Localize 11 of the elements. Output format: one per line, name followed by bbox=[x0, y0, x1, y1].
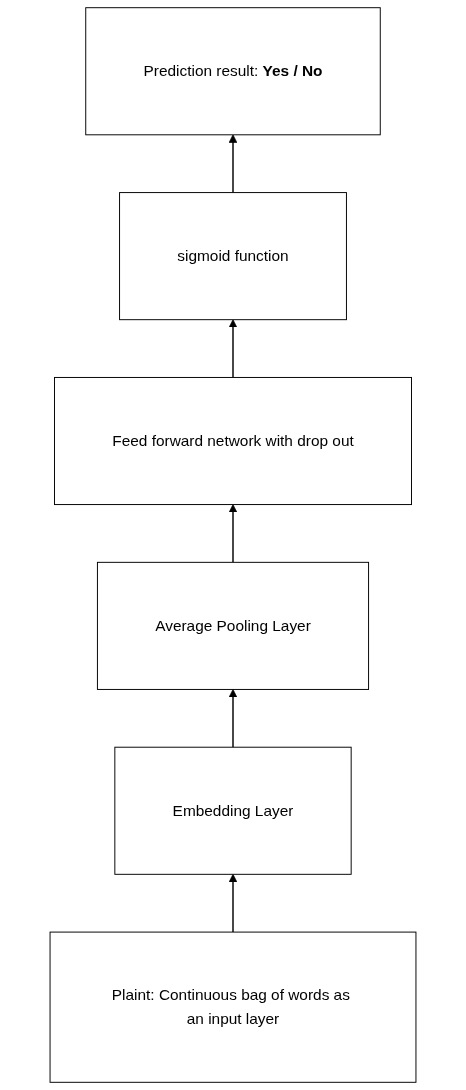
node-box: sigmoid function bbox=[119, 192, 347, 321]
arrow bbox=[228, 134, 238, 194]
node-box: Embedding Layer bbox=[114, 746, 352, 875]
node-box: Plaint: Continuous bag of words as an input layer bbox=[49, 931, 417, 1083]
node-box: Feed forward network with drop out bbox=[54, 376, 412, 506]
arrow bbox=[228, 504, 238, 564]
arrow bbox=[228, 689, 238, 748]
arrow bbox=[228, 319, 238, 379]
node-box: Prediction result: Yes / No bbox=[85, 7, 381, 136]
node-box: Average Pooling Layer bbox=[96, 561, 370, 690]
arrow bbox=[228, 873, 238, 933]
